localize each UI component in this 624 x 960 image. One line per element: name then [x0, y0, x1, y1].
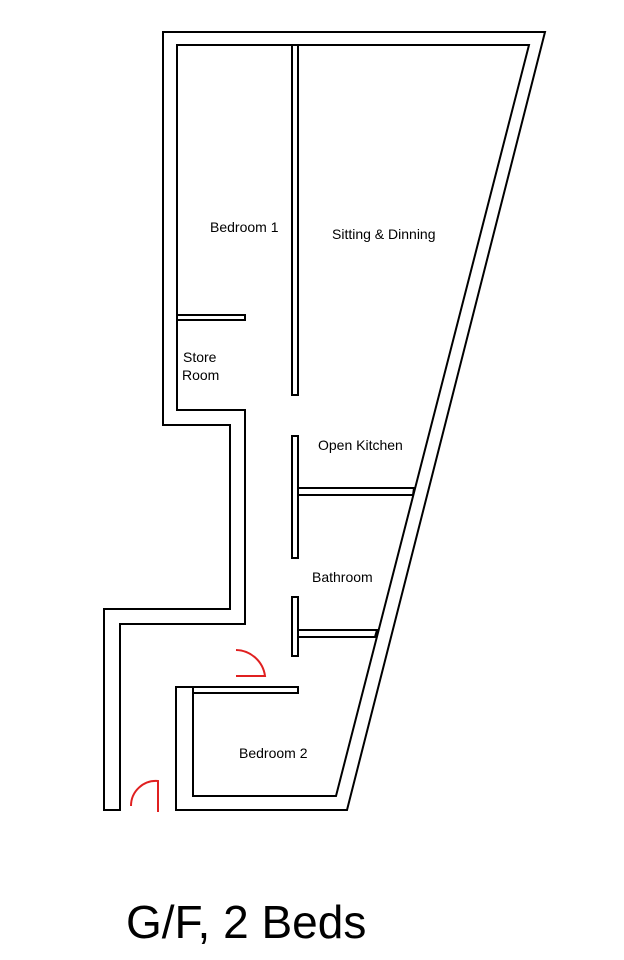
outer-wall-outline	[103, 31, 547, 811]
label-bathroom: Bathroom	[312, 569, 373, 585]
plan-title: G/F, 2 Beds	[126, 896, 367, 948]
bedroom1-sitting-wall	[291, 44, 299, 396]
label-store-room-line2: Room	[182, 367, 219, 383]
label-open-kitchen: Open Kitchen	[318, 437, 403, 453]
label-bedroom-2: Bedroom 2	[239, 745, 308, 761]
store-room-divider	[176, 314, 246, 321]
label-store-room-line1: Store	[183, 349, 217, 365]
door-swing-entrance	[129, 779, 159, 812]
kitchen-bathroom-wall	[297, 487, 416, 496]
corridor-wall-upper	[291, 435, 299, 559]
corridor-wall-lower	[291, 596, 299, 657]
door-swing-bedroom2	[235, 649, 267, 677]
bedroom2-top-wall	[192, 686, 299, 694]
label-bedroom-1: Bedroom 1	[210, 219, 279, 235]
bathroom-bedroom2-wall	[297, 629, 379, 638]
label-sitting-dining: Sitting & Dinning	[332, 226, 436, 242]
